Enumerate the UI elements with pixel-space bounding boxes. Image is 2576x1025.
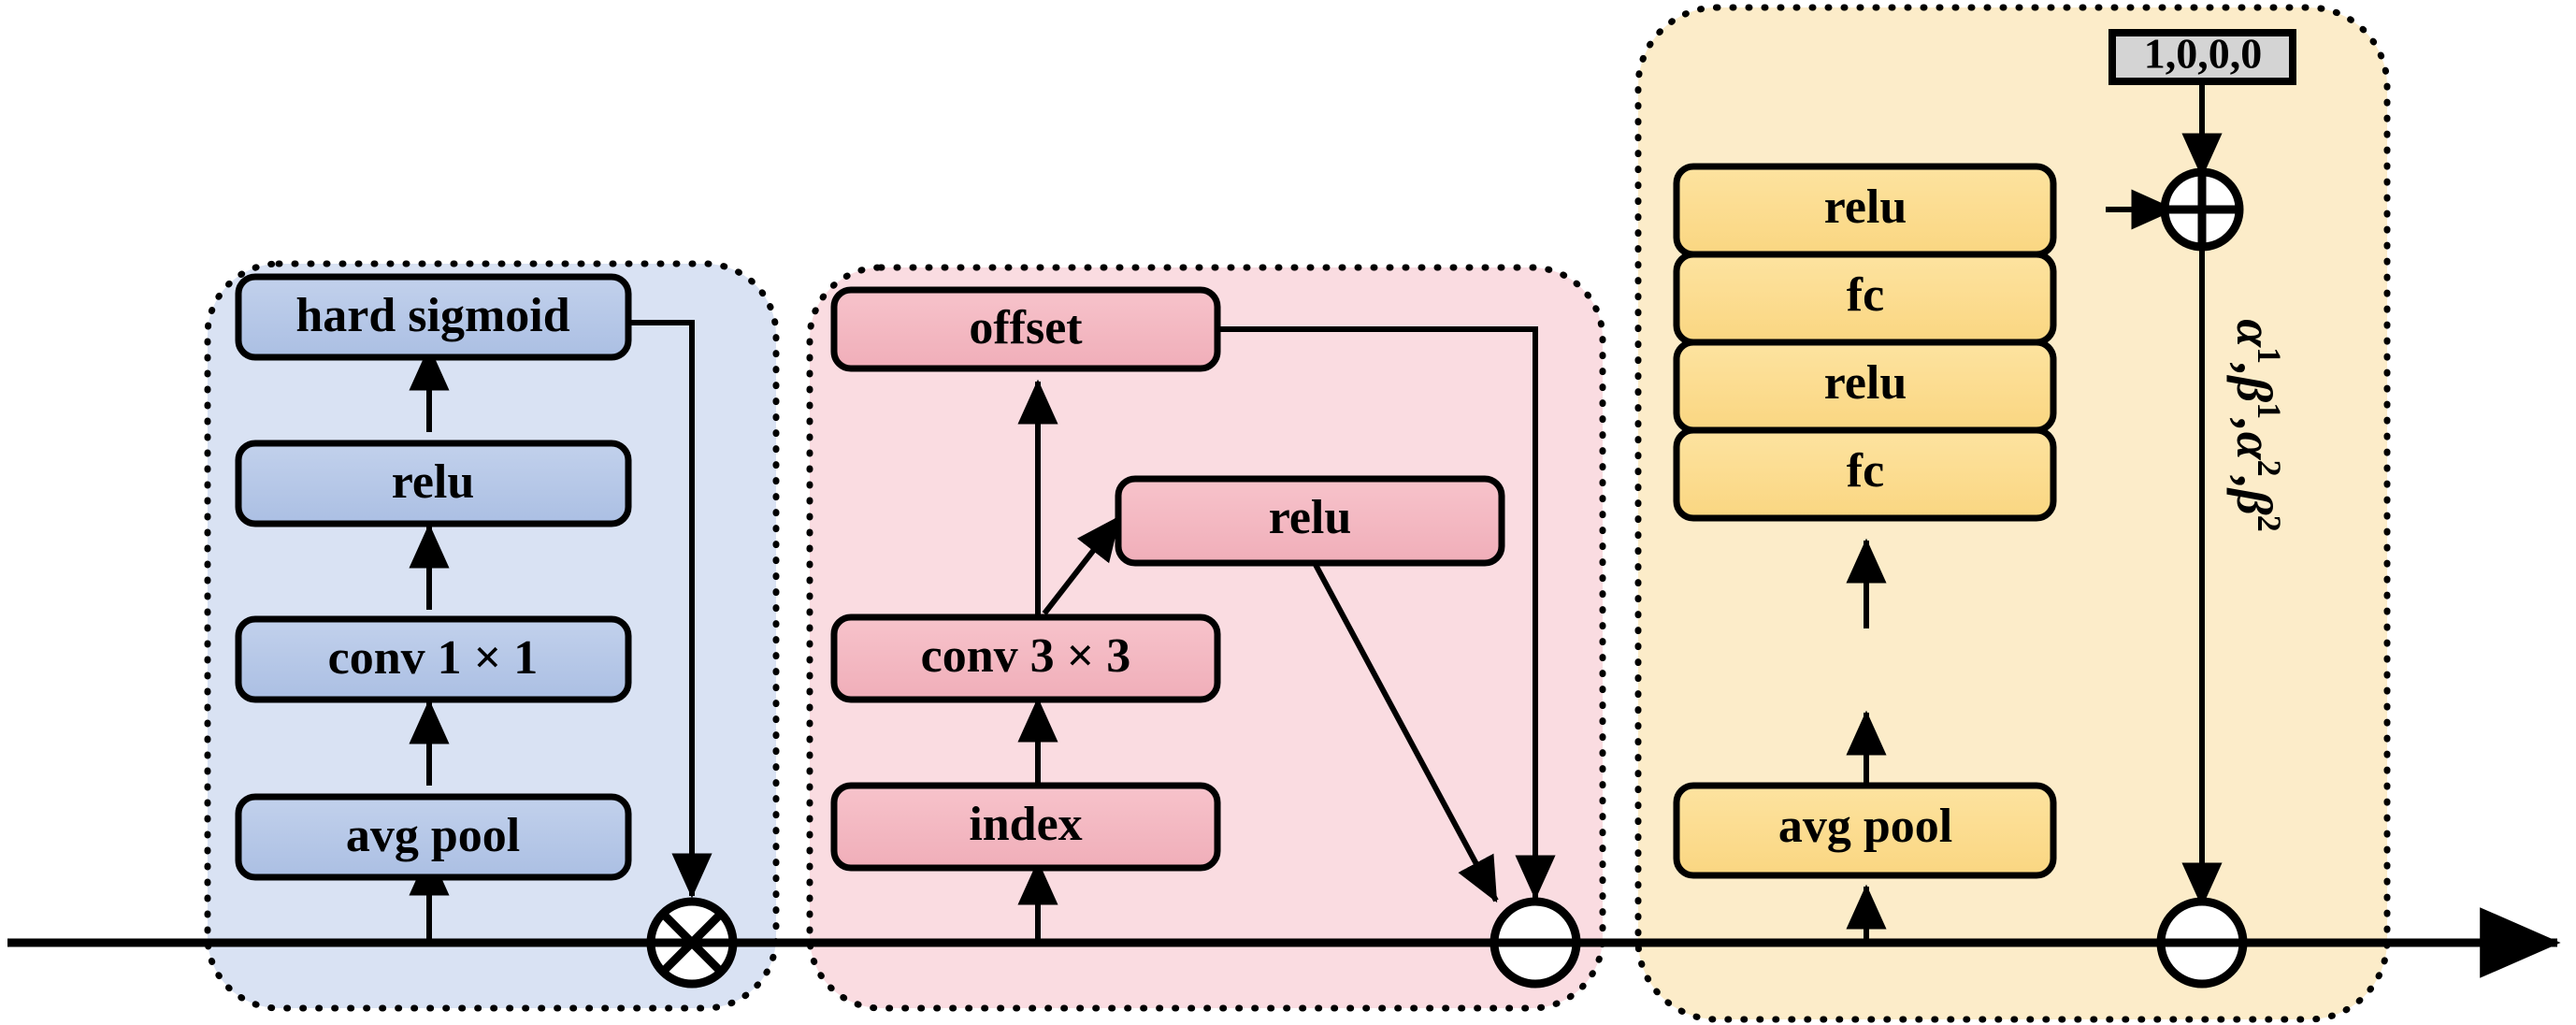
node-avg-pool[interactable]: avg pool	[235, 793, 632, 881]
edge-hardsigmoid-to-multiply	[628, 320, 712, 899]
node-avg-pool[interactable]: avg pool	[1673, 782, 2057, 879]
node-index-label: index	[969, 798, 1082, 851]
node-index-box[interactable]	[830, 782, 1221, 872]
node-relu-box[interactable]	[1115, 475, 1505, 567]
node-fc-2-label: fc	[1847, 268, 1884, 322]
node-init-constant[interactable]: 1,0,0,0	[2108, 29, 2296, 85]
group-se-attention: hard sigmoid relu conv 1 × 1 avg pool	[204, 260, 780, 1012]
node-fc-2[interactable]: fc	[1673, 251, 2057, 346]
node-offset-label: offset	[969, 301, 1083, 354]
node-avg-pool-label: avg pool	[1778, 800, 1952, 853]
edge-offset-to-join	[1217, 326, 1556, 901]
operator-apply[interactable]	[2156, 897, 2248, 989]
node-relu-label: relu	[1269, 491, 1352, 544]
operator-add[interactable]	[2160, 167, 2244, 252]
node-relu-box[interactable]	[235, 440, 632, 527]
node-conv-3x3[interactable]: conv 3 × 3	[830, 614, 1221, 703]
group-dynamic-relu: relu fc relu fc avg pool 1,0,0,0	[1634, 4, 2391, 1023]
node-fc-1-box[interactable]	[1673, 426, 2057, 522]
node-avg-pool-label: avg pool	[346, 809, 520, 862]
node-hard-sigmoid-label: hard sigmoid	[295, 289, 569, 342]
node-init-constant-box[interactable]	[2108, 29, 2296, 85]
node-relu-label: relu	[392, 455, 475, 509]
dyrelu-params-annotation: α1,β1,α2,β2	[2226, 319, 2288, 532]
node-relu-1-label: relu	[1824, 356, 1907, 410]
node-relu-2[interactable]: relu	[1673, 163, 2057, 258]
node-hard-sigmoid[interactable]: hard sigmoid	[235, 273, 632, 361]
node-offset[interactable]: offset	[830, 286, 1221, 372]
node-avg-pool-box[interactable]	[1673, 782, 2057, 879]
node-relu[interactable]: relu	[1115, 475, 1505, 567]
node-offset-box[interactable]	[830, 286, 1221, 372]
operator-multiply[interactable]	[646, 897, 738, 989]
node-conv-1x1[interactable]: conv 1 × 1	[235, 615, 632, 703]
node-avg-pool-box[interactable]	[235, 793, 632, 881]
node-conv-3x3-box[interactable]	[830, 614, 1221, 703]
node-hard-sigmoid-box[interactable]	[235, 273, 632, 361]
node-conv-3x3-label: conv 3 × 3	[921, 629, 1131, 683]
node-fc-1[interactable]: fc	[1673, 426, 2057, 522]
operator-offset-join[interactable]	[1489, 897, 1581, 989]
edge-relu-to-join	[1312, 561, 1499, 903]
node-fc-1-label: fc	[1847, 444, 1884, 498]
node-init-constant-label: 1,0,0,0	[2144, 30, 2263, 78]
node-relu-1[interactable]: relu	[1673, 339, 2057, 434]
node-relu-2-label: relu	[1824, 180, 1907, 234]
node-relu[interactable]: relu	[235, 440, 632, 527]
node-index[interactable]: index	[830, 782, 1221, 872]
edge-conv3x3-to-relu	[1042, 515, 1122, 615]
group-offset-branch: offset relu conv 3 × 3 index	[806, 264, 1606, 1012]
dyrelu-params-text: α1,β1,α2,β2	[2226, 319, 2288, 532]
node-conv-1x1-box[interactable]	[235, 615, 632, 703]
node-conv-1x1-label: conv 1 × 1	[328, 631, 539, 685]
